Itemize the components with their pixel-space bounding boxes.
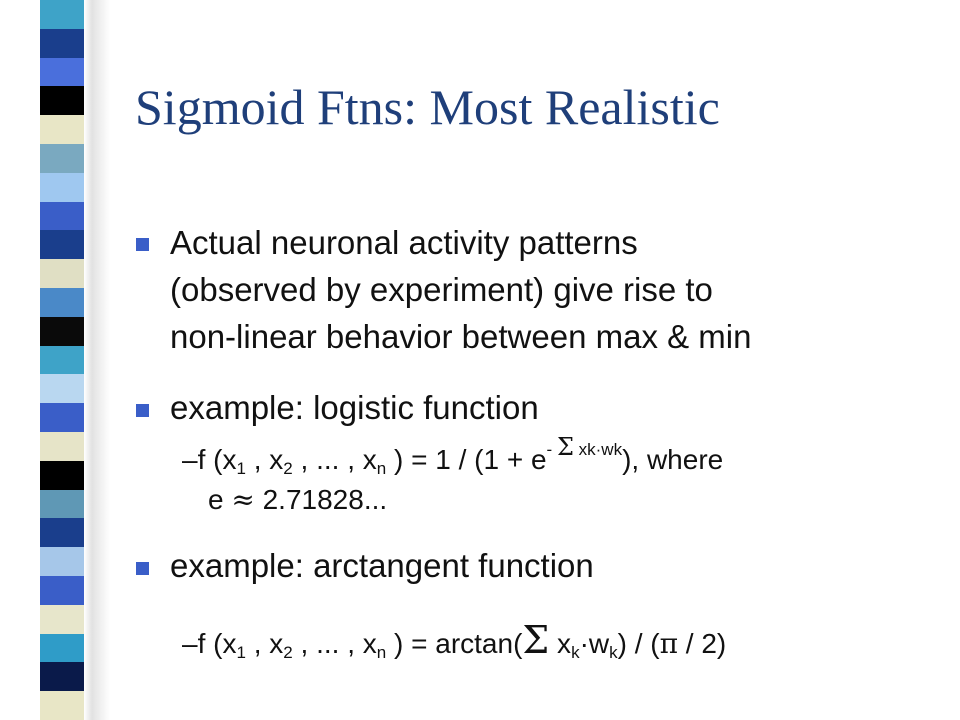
bullet-3-text: example: arctangent function	[170, 547, 594, 584]
bullet-1-line-1: Actual neuronal activity patterns	[170, 224, 638, 261]
decorative-block	[40, 403, 84, 432]
logistic-formula-line-2: e ≈ 2.71828...	[208, 483, 388, 516]
decorative-block	[40, 460, 84, 490]
decorative-block	[40, 691, 84, 720]
decorative-block	[40, 143, 84, 173]
decorative-block	[40, 28, 84, 58]
decorative-block	[40, 230, 84, 260]
bullet-marker	[136, 562, 149, 575]
decorative-block	[40, 374, 84, 404]
dash: –	[182, 628, 198, 659]
decorative-block	[40, 575, 84, 605]
decorative-block	[40, 547, 84, 576]
bullet-2-text: example: logistic function	[170, 389, 539, 426]
exponent: - Σ xk·wk	[546, 433, 623, 461]
decorative-block	[40, 86, 84, 116]
decorative-block	[40, 172, 84, 202]
decorative-block	[40, 259, 84, 288]
slide-title: Sigmoid Ftns: Most Realistic	[135, 79, 720, 135]
decorative-block	[40, 431, 84, 461]
sigma-symbol: Σ	[556, 433, 574, 461]
bullet-marker	[136, 238, 149, 251]
dash: –	[182, 444, 198, 475]
bullet-marker	[136, 404, 149, 417]
decorative-block-column	[40, 0, 84, 720]
arctan-formula: –f (x1 , x2 , ... , xn ) = arctan(Σ xk·w…	[182, 618, 727, 662]
approx-symbol: ≈	[231, 483, 255, 516]
decorative-block	[40, 662, 84, 692]
pi-symbol: π	[659, 627, 679, 660]
bullet-1-text: Actual neuronal activity patterns (obser…	[170, 219, 751, 360]
decorative-block	[40, 316, 84, 346]
decorative-block	[40, 115, 84, 144]
bullet-1-line-2: (observed by experiment) give rise to	[170, 271, 713, 308]
decorative-block	[40, 201, 84, 231]
decorative-block	[40, 0, 84, 29]
decorative-block	[40, 518, 84, 548]
sigma-symbol: Σ	[522, 618, 550, 662]
decorative-block	[40, 604, 84, 634]
bullet-1-line-3: non-linear behavior between max & min	[170, 318, 752, 355]
decorative-block	[40, 489, 84, 519]
decorative-block	[40, 633, 84, 663]
decorative-block	[40, 345, 84, 375]
logistic-formula: –f (x1 , x2 , ... , xn ) = 1 / (1 + e- Σ…	[182, 433, 724, 520]
decorative-block	[40, 57, 84, 87]
logistic-formula-line-1: –f (x1 , x2 , ... , xn ) = 1 / (1 + e- Σ…	[182, 433, 724, 478]
decorative-block	[40, 287, 84, 317]
